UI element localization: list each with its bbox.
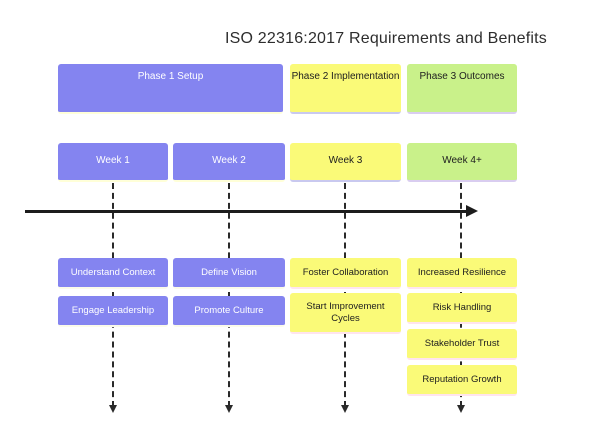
outcome-increased-resilience-box: Increased Resilience	[407, 258, 517, 289]
phase-2-implementation-box: Phase 2 Implementation	[290, 64, 401, 114]
task-promote-culture-box: Promote Culture	[173, 296, 285, 327]
week2-down-arrowhead-icon	[225, 405, 233, 413]
week1-connector-dashed-line	[112, 183, 114, 407]
week3-down-arrowhead-icon	[341, 405, 349, 413]
week-2-box: Week 2	[173, 143, 285, 182]
outcome-reputation-growth-box: Reputation Growth	[407, 365, 517, 396]
task-start-improvement-cycles-box: Start Improvement Cycles	[290, 293, 401, 334]
phase-3-outcomes-box: Phase 3 Outcomes	[407, 64, 517, 114]
timeline-right-arrowhead-icon	[466, 205, 478, 217]
week1-down-arrowhead-icon	[109, 405, 117, 413]
outcome-risk-handling-box: Risk Handling	[407, 293, 517, 324]
task-define-vision-box: Define Vision	[173, 258, 285, 289]
week-4-box: Week 4+	[407, 143, 517, 182]
task-engage-leadership-box: Engage Leadership	[58, 296, 168, 327]
week-3-box: Week 3	[290, 143, 401, 182]
diagram-title: ISO 22316:2017 Requirements and Benefits	[225, 30, 547, 47]
outcome-stakeholder-trust-box: Stakeholder Trust	[407, 329, 517, 360]
week2-connector-dashed-line	[228, 183, 230, 407]
phase-1-setup-box: Phase 1 Setup	[58, 64, 283, 114]
timeline-axis-line	[25, 210, 467, 213]
week-1-box: Week 1	[58, 143, 168, 182]
task-foster-collaboration-box: Foster Collaboration	[290, 258, 401, 289]
task-understand-context-box: Understand Context	[58, 258, 168, 289]
week4-down-arrowhead-icon	[457, 405, 465, 413]
